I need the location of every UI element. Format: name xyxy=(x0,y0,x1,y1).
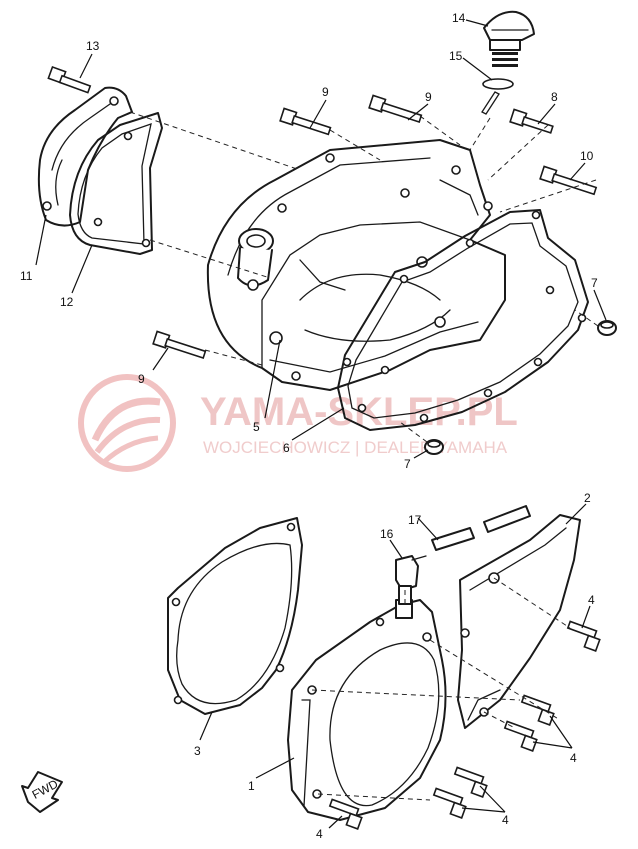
part-4-bolt-f xyxy=(328,798,363,830)
watermark-logo xyxy=(78,374,176,472)
part-7-dowel-b xyxy=(424,439,444,455)
callout-10: 10 xyxy=(580,149,594,163)
callout-3: 3 xyxy=(194,744,201,758)
callout-4-top-right: 4 xyxy=(588,593,595,607)
callout-11: 11 xyxy=(20,269,33,283)
watermark-title: YAMA-SKLEP.PL xyxy=(200,390,518,434)
part-14-filler-cap xyxy=(483,10,535,67)
callout-4-bottom-right: 4 xyxy=(502,813,509,827)
callout-2: 2 xyxy=(584,491,591,505)
fwd-arrow-icon: FWD xyxy=(21,771,63,813)
part-13-bolt xyxy=(47,65,92,94)
part-12-small-gasket xyxy=(69,112,163,255)
callout-labels: 13 11 12 9 9 8 10 9 5 6 7 7 14 15 3 1 2 … xyxy=(20,11,598,841)
assembly-lines-upper xyxy=(129,111,599,443)
part-3-flywheel-gasket xyxy=(167,517,303,715)
callout-1: 1 xyxy=(248,779,255,793)
callout-leaders xyxy=(35,19,607,829)
watermark: YAMA-SKLEP.PL WOJCIECHOWICZ | DEALER YAM… xyxy=(78,374,518,472)
callout-16: 16 xyxy=(380,527,394,541)
part-1-flywheel-cover xyxy=(287,599,447,821)
part-7-dowel-a xyxy=(597,320,617,336)
part-4-bolt-d xyxy=(453,766,488,798)
callout-9-left: 9 xyxy=(138,372,145,386)
part-4-bolt-b xyxy=(520,694,555,726)
assembly-lines-lower xyxy=(311,577,571,801)
part-16-breather-fitting xyxy=(395,555,427,605)
part-9-bolt-c xyxy=(152,330,207,359)
callout-9-top-right: 9 xyxy=(425,90,432,104)
part-2-sprocket-cover xyxy=(457,514,581,729)
part-4-bolt-c xyxy=(503,720,538,752)
part-10-bolt xyxy=(539,165,598,196)
part-15-dipstick xyxy=(481,91,500,115)
part-4-bolt-e xyxy=(432,787,467,819)
callout-15: 15 xyxy=(449,49,463,63)
watermark-subtitle: WOJCIECHOWICZ | DEALER YAMAHA xyxy=(203,438,508,457)
part-5-crankcase-cover xyxy=(206,139,506,391)
part-8-bolt xyxy=(509,108,554,134)
callout-17: 17 xyxy=(408,513,422,527)
callout-7-bottom: 7 xyxy=(404,457,411,471)
callout-13: 13 xyxy=(86,39,100,53)
callout-4-bottom-left: 4 xyxy=(316,827,323,841)
callout-9-top-left: 9 xyxy=(322,85,329,99)
callout-7-right: 7 xyxy=(591,276,598,290)
part-17-hose xyxy=(431,505,531,551)
callout-12: 12 xyxy=(60,295,74,309)
part-9-bolt-a xyxy=(279,107,332,136)
part-9-bolt-b xyxy=(368,94,423,123)
callout-8: 8 xyxy=(551,90,558,104)
callout-4-middle-right: 4 xyxy=(570,751,577,765)
callout-5: 5 xyxy=(253,420,260,434)
part-4-bolt-a xyxy=(566,620,601,652)
callout-6: 6 xyxy=(283,441,290,455)
callout-14: 14 xyxy=(452,11,466,25)
part-15-o-ring xyxy=(482,78,514,90)
